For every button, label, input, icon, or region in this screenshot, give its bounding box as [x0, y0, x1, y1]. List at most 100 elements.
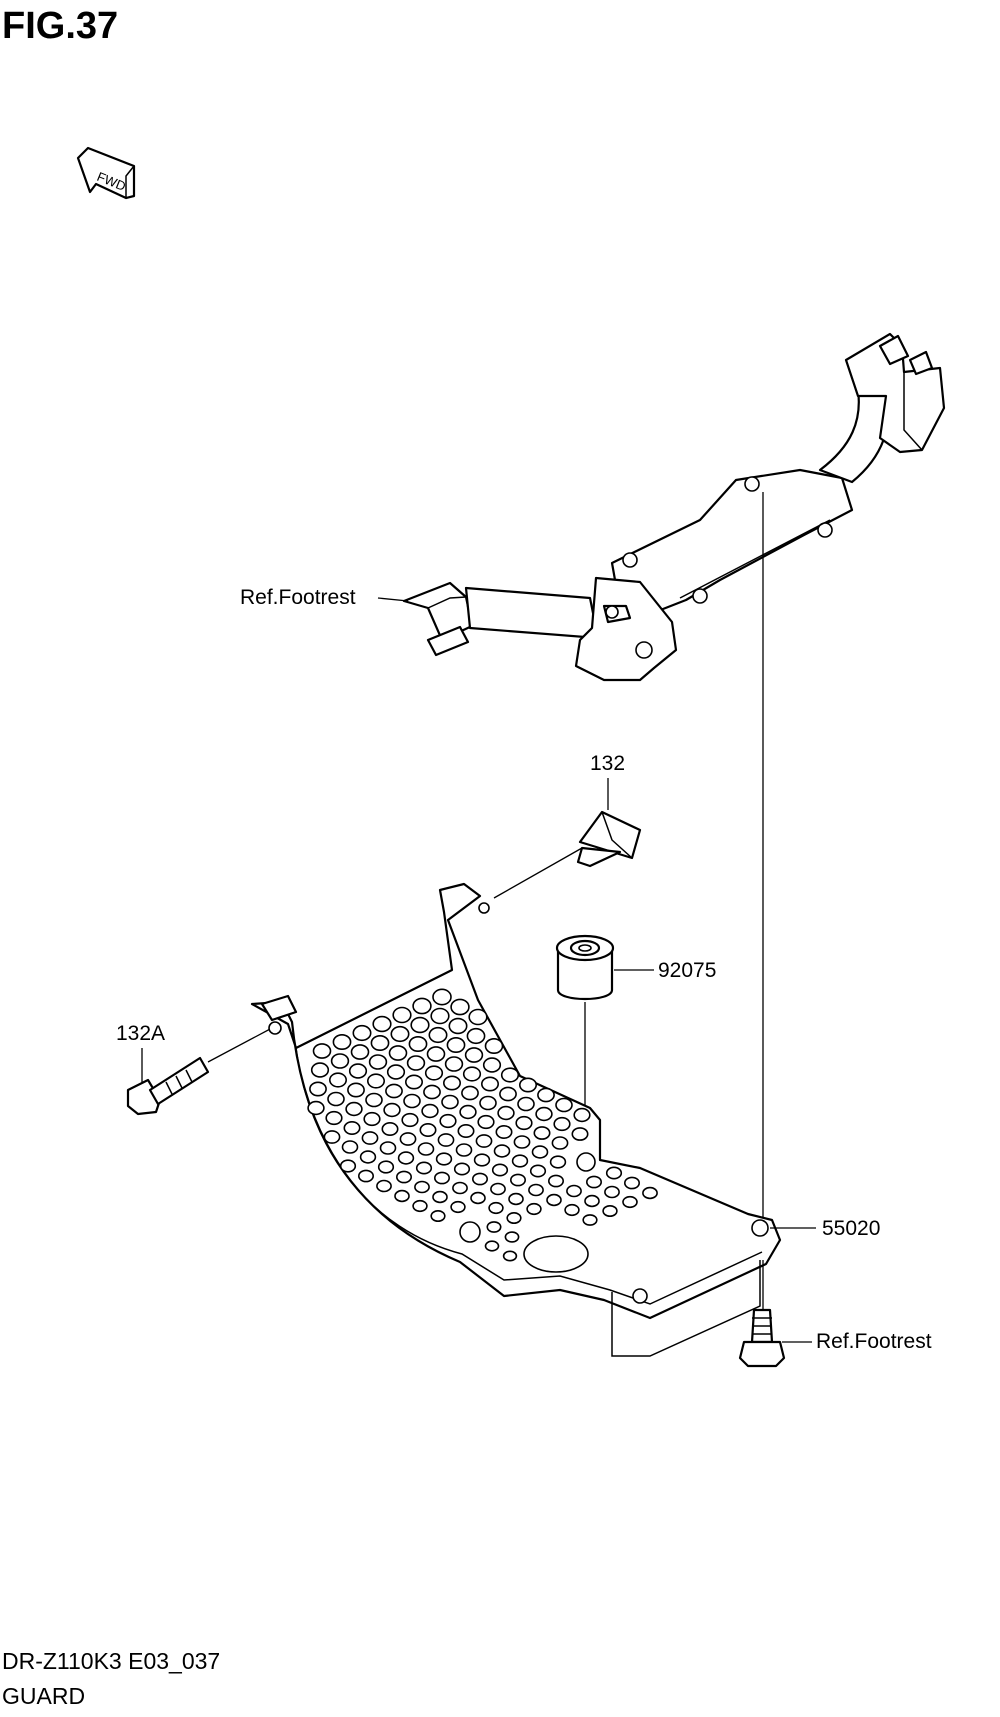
guard-perforations	[307, 988, 658, 1262]
perforation-hole	[441, 1094, 459, 1110]
perforation-hole	[488, 1201, 504, 1215]
perforation-hole	[394, 1189, 410, 1203]
perforation-hole	[529, 1164, 547, 1178]
perforation-hole	[546, 1193, 562, 1207]
perforation-hole	[423, 1084, 441, 1100]
perforation-hole	[480, 1076, 499, 1092]
perforation-hole	[397, 1151, 415, 1165]
perforation-hole	[509, 1173, 526, 1187]
perforation-hole	[325, 1110, 343, 1126]
perforation-hole	[642, 1186, 658, 1200]
perforation-hole	[370, 1035, 390, 1052]
perforation-hole	[421, 1103, 439, 1119]
perforation-hole	[414, 1180, 430, 1194]
perforation-hole	[347, 1082, 365, 1098]
perforation-hole	[515, 1115, 533, 1131]
perforation-hole	[486, 1221, 502, 1233]
perforation-hole	[582, 1214, 598, 1226]
perforation-hole	[381, 1122, 399, 1137]
perforation-hole	[361, 1131, 379, 1145]
perforation-hole	[450, 998, 470, 1016]
perforation-hole	[497, 1105, 515, 1121]
perforation-hole	[528, 1183, 544, 1197]
callout-132a: 132A	[116, 1022, 165, 1045]
perforation-hole	[553, 1116, 571, 1132]
perforation-hole	[571, 1127, 589, 1141]
perforation-hole	[428, 1026, 448, 1044]
perforation-hole	[473, 1153, 491, 1167]
footer-section-name: GUARD	[2, 1683, 85, 1709]
perforation-hole	[328, 1072, 347, 1088]
perforation-hole	[462, 1066, 482, 1082]
perforation-hole	[493, 1144, 511, 1158]
perforation-hole	[323, 1130, 341, 1144]
perforation-hole	[390, 1025, 410, 1043]
perforation-hole	[446, 1037, 466, 1054]
perforation-hole	[464, 1047, 484, 1063]
perforation-hole	[508, 1192, 524, 1206]
perforation-hole	[432, 1190, 448, 1204]
perforation-hole	[377, 1160, 395, 1174]
perforation-hole	[448, 1017, 468, 1035]
perforation-hole	[555, 1097, 573, 1113]
perforation-hole	[605, 1166, 623, 1180]
perforation-hole	[388, 1045, 408, 1061]
perforation-hole	[468, 1008, 488, 1026]
perforation-hole	[585, 1175, 602, 1189]
perforation-hole	[461, 1085, 479, 1101]
perforation-hole	[363, 1111, 381, 1127]
perforation-hole	[426, 1046, 446, 1062]
perforation-hole	[604, 1185, 620, 1199]
perforation-hole	[452, 1181, 468, 1195]
perforation-hole	[433, 1171, 450, 1185]
perforation-hole	[502, 1250, 518, 1262]
perforation-hole	[573, 1107, 591, 1123]
perforation-hole	[417, 1142, 435, 1156]
perforation-hole	[330, 1053, 350, 1069]
perforation-hole	[357, 1169, 374, 1183]
perforation-hole	[537, 1087, 555, 1103]
perforation-hole	[343, 1121, 361, 1136]
perforation-hole	[551, 1136, 569, 1150]
perforation-hole	[408, 1036, 428, 1053]
perforation-hole	[455, 1143, 473, 1157]
perforation-hole	[477, 1114, 495, 1130]
perforation-hole	[566, 1184, 582, 1198]
perforation-hole	[348, 1063, 368, 1079]
perforation-hole	[350, 1044, 370, 1060]
perforation-hole	[526, 1202, 542, 1216]
perforation-hole	[410, 1016, 430, 1034]
perforation-hole	[332, 1034, 352, 1051]
figure-title: FIG.37	[2, 5, 118, 47]
callout-132: 132	[590, 752, 625, 775]
perforation-hole	[602, 1205, 618, 1218]
perforation-hole	[383, 1102, 401, 1118]
callout-55020: 55020	[822, 1217, 880, 1240]
perforation-hole	[500, 1067, 520, 1083]
perforation-hole	[513, 1135, 531, 1149]
perforation-hole	[372, 1015, 392, 1033]
perforation-hole	[511, 1154, 529, 1168]
perforation-hole	[518, 1077, 537, 1093]
perforation-hole	[549, 1155, 567, 1169]
perforation-hole	[352, 1024, 372, 1042]
perforation-hole	[412, 1199, 428, 1213]
perforation-hole	[432, 988, 452, 1006]
perforation-hole	[499, 1086, 517, 1102]
perforation-hole	[403, 1093, 421, 1109]
perforation-hole	[366, 1073, 385, 1089]
perforation-hole	[457, 1124, 475, 1139]
perforation-hole	[327, 1091, 345, 1107]
callout-ref-footrest-top: Ref.Footrest	[240, 586, 356, 609]
perforation-hole	[412, 997, 432, 1015]
perforation-hole	[484, 1038, 504, 1055]
skid-plate-guard-icon	[250, 882, 782, 1357]
mounting-bolt-icon	[738, 1308, 786, 1368]
perforation-hole	[365, 1092, 383, 1108]
perforation-hole	[359, 1150, 377, 1164]
perforation-hole	[584, 1194, 600, 1208]
perforation-hole	[415, 1161, 433, 1175]
perforation-hole	[484, 1240, 500, 1252]
perforation-hole	[307, 1100, 325, 1116]
